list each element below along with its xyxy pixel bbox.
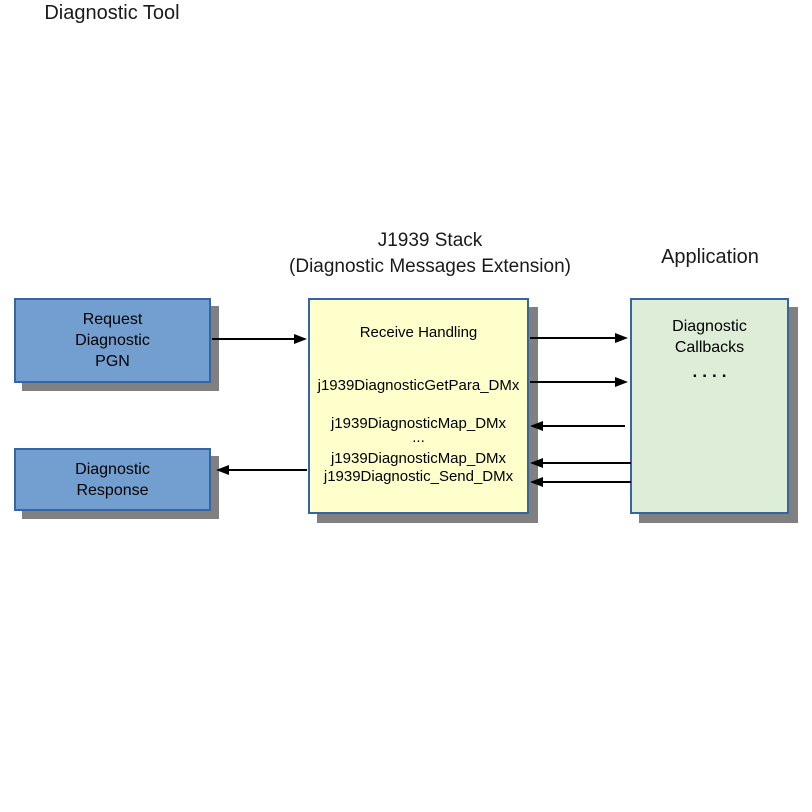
stack-fn-get-para: j1939DiagnosticGetPara_DMx (317, 377, 520, 394)
stack-ellipsis: ... (412, 429, 425, 446)
arrow-request-to-stack (212, 334, 307, 344)
title-application: Application (661, 246, 759, 268)
application-box-line1: Diagnostic (672, 318, 747, 335)
response-box-line1: Diagnostic (75, 460, 150, 478)
request-diagnostic-pgn-box: Request Diagnostic PGN (14, 298, 211, 383)
arrow-stack-to-response (216, 465, 307, 475)
application-box-ellipsis: .... (692, 362, 732, 381)
request-box-line1: Request (82, 311, 143, 328)
request-box-line2: Diagnostic (75, 332, 150, 349)
stack-fn-map-1: j1939DiagnosticMap_DMx (330, 415, 507, 432)
title-diagnostic-tool: Diagnostic Tool (44, 2, 180, 24)
stack-fn-send: j1939Diagnostic_Send_DMx (323, 468, 514, 485)
application-box: Diagnostic Callbacks .... (630, 298, 789, 514)
title-j1939-stack-line2: (Diagnostic Messages Extension) (289, 256, 571, 277)
stack-receive-handling: Receive Handling (359, 324, 478, 341)
arrow-app-to-stack-map1 (530, 421, 625, 431)
stack-fn-map-2: j1939DiagnosticMap_DMx (330, 450, 507, 467)
title-j1939-stack: J1939 Stack (Diagnostic Messages Extensi… (215, 228, 645, 280)
application-box-line2: Callbacks (674, 339, 745, 356)
response-box-line2: Response (76, 481, 149, 499)
diagnostic-response-box: Diagnostic Response (14, 448, 211, 511)
arrow-app-to-stack-send (530, 477, 631, 487)
j1939-stack-box: Receive Handling j1939DiagnosticGetPara_… (308, 298, 529, 514)
arrow-app-to-stack-map2 (530, 458, 631, 468)
arrow-stack-to-app-getpara (530, 377, 628, 387)
title-j1939-stack-line1: J1939 Stack (377, 230, 483, 251)
request-box-line3: PGN (95, 353, 130, 370)
arrow-stack-to-app-receive (530, 333, 628, 343)
